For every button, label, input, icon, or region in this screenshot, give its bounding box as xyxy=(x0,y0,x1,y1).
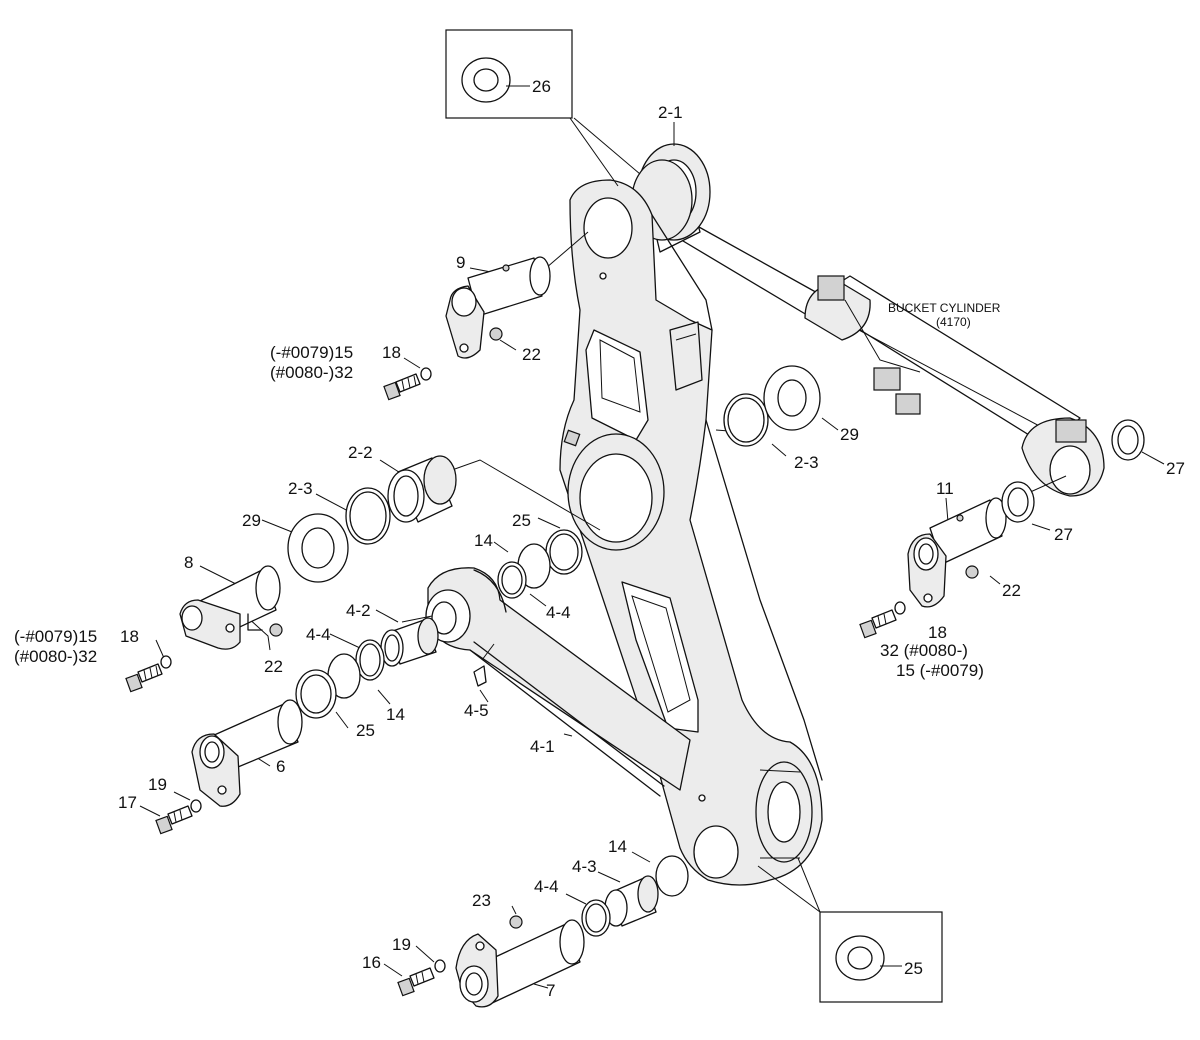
callout-2-3-right: 2-3 xyxy=(794,453,819,472)
callout-4-1: 4-1 xyxy=(530,737,555,756)
bolt-16 xyxy=(397,967,435,997)
bushing-4-3 xyxy=(604,875,659,927)
washer-19-bottom xyxy=(434,959,446,973)
callout-11: 11 xyxy=(936,479,954,498)
callout-2-2: 2-2 xyxy=(348,443,373,462)
callout-15-left: (-#0079)15 xyxy=(14,627,97,646)
callout-labels: 26 2-1 9 18 22 (-#0079)15 (#0080-)32 BUC… xyxy=(14,77,1185,1000)
callout-14-bottom: 14 xyxy=(608,837,627,856)
washer-29-left xyxy=(287,513,349,583)
callout-18-right: 18 xyxy=(928,623,947,642)
callout-4-4-left: 4-4 xyxy=(306,625,331,644)
callout-4-5: 4-5 xyxy=(464,701,489,720)
bolt-15-32-left xyxy=(125,663,163,693)
callout-32-left: (#0080-)32 xyxy=(14,647,97,666)
detail-box-26 xyxy=(445,29,573,119)
nut-22-right xyxy=(965,565,979,579)
callout-26: 26 xyxy=(532,77,551,96)
pin-9 xyxy=(445,256,551,359)
callout-9: 9 xyxy=(456,253,465,272)
callout-22-right: 22 xyxy=(1002,581,1021,600)
callout-14-upper: 14 xyxy=(474,531,493,550)
main-arm xyxy=(559,179,823,886)
pin-8 xyxy=(179,565,281,650)
nut-22-upper xyxy=(489,327,503,341)
ring-14-bottom xyxy=(655,855,689,897)
pin-6 xyxy=(191,699,303,807)
callout-19-left: 19 xyxy=(148,775,167,794)
callout-18-upper: 18 xyxy=(382,343,401,362)
grease-fitting-4-5 xyxy=(473,643,495,687)
callout-14-left: 14 xyxy=(386,705,405,724)
callout-18-left: 18 xyxy=(120,627,139,646)
ring-4-4-bottom xyxy=(581,899,611,937)
nut-22-left xyxy=(269,623,283,637)
callout-8: 8 xyxy=(184,553,193,572)
washer-19-left xyxy=(190,799,202,813)
bolt-15-32-right xyxy=(859,609,897,639)
callout-4-3: 4-3 xyxy=(572,857,597,876)
callout-4-4-bottom: 4-4 xyxy=(534,877,559,896)
bushing-4-2 xyxy=(380,617,439,667)
washer-18-left xyxy=(160,655,172,669)
washer-25-left xyxy=(295,669,337,719)
callout-22-upper: 22 xyxy=(522,345,541,364)
callout-4-2: 4-2 xyxy=(346,601,371,620)
ring-4-4-upper xyxy=(497,561,527,599)
callout-17: 17 xyxy=(118,793,137,812)
callout-15-upper: (-#0079)15 xyxy=(270,343,353,362)
callout-25-left: 25 xyxy=(356,721,375,740)
callout-6: 6 xyxy=(276,757,285,776)
callout-22-left: 22 xyxy=(264,657,283,676)
callout-23: 23 xyxy=(472,891,491,910)
callout-32-upper: (#0080-)32 xyxy=(270,363,353,382)
callout-29-left: 29 xyxy=(242,511,261,530)
bucket-cylinder-ref: (4170) xyxy=(936,315,971,329)
callout-2-3-left: 2-3 xyxy=(288,479,313,498)
washers-27 xyxy=(1001,419,1145,523)
ring-2-3-left xyxy=(345,487,391,545)
callout-32-right: 32 (#0080-) xyxy=(880,641,968,660)
nut-23 xyxy=(509,915,523,929)
callout-4-4-upper: 4-4 xyxy=(546,603,571,622)
callout-15-right: 15 (-#0079) xyxy=(896,661,984,680)
right-rings xyxy=(723,365,821,447)
washer-18-upper xyxy=(420,367,432,381)
callout-19-bottom: 19 xyxy=(392,935,411,954)
bucket-cylinder-title: BUCKET CYLINDER xyxy=(888,301,1001,315)
washer-18-right xyxy=(894,601,906,615)
callout-27-far: 27 xyxy=(1166,459,1185,478)
bolt-17 xyxy=(155,805,193,835)
callout-16: 16 xyxy=(362,953,381,972)
callout-25-upper: 25 xyxy=(512,511,531,530)
bucket-cylinder xyxy=(667,221,1105,497)
washer-25-upper xyxy=(545,529,583,575)
detail-box-25 xyxy=(819,911,943,1003)
callout-25-box: 25 xyxy=(904,959,923,978)
callout-7: 7 xyxy=(546,981,555,1000)
callout-2-1: 2-1 xyxy=(658,103,683,122)
ring-4-4-left xyxy=(355,639,385,681)
callout-27-near: 27 xyxy=(1054,525,1073,544)
pin-11 xyxy=(907,497,1007,608)
bolt-15-32-upper xyxy=(383,373,421,401)
pin-7 xyxy=(455,919,585,1008)
callout-29-right: 29 xyxy=(840,425,859,444)
bushing-2-2 xyxy=(387,455,457,523)
